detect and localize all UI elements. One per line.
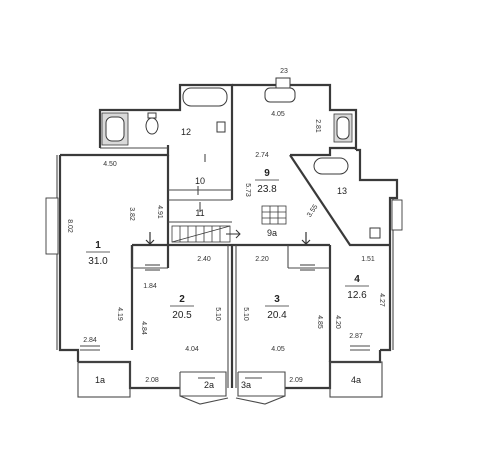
- room-4-area: 12.6: [347, 290, 367, 301]
- room-9-area: 23.8: [257, 184, 277, 195]
- room-3-area: 20.4: [267, 310, 287, 321]
- room-10-label: 10: [195, 176, 205, 186]
- dim-label: 3.55: [306, 203, 320, 218]
- dim-label: 1.84: [143, 283, 157, 290]
- room-9a-label: 9a: [267, 228, 277, 238]
- room-23-label: 23: [280, 68, 288, 75]
- balcony-2a-label: 2a: [204, 380, 214, 390]
- dim-label: 2.84: [83, 337, 97, 344]
- fixtures: [101, 77, 381, 239]
- room-4-number: 4: [354, 274, 360, 285]
- dim-label: 5.10: [214, 307, 221, 321]
- balconies: [77, 361, 383, 405]
- balcony-3a-label: 3a: [241, 380, 251, 390]
- dim-label: 2.09: [289, 377, 303, 384]
- room-3-number: 3: [274, 294, 280, 305]
- room-2-area: 20.5: [172, 310, 192, 321]
- dim-label: 4.84: [140, 321, 147, 335]
- balcony-1a-label: 1a: [95, 375, 105, 385]
- room-9-number: 9: [264, 168, 270, 179]
- dim-label: 4.05: [271, 346, 285, 353]
- room-1-number: 1: [95, 240, 101, 251]
- dim-label: 3.82: [128, 207, 135, 221]
- dim-label: 4.19: [116, 307, 123, 321]
- interior-walls: [130, 146, 390, 388]
- markers: [80, 229, 370, 351]
- balcony-4a-label: 4a: [351, 375, 361, 385]
- dim-label: 4.50: [103, 161, 117, 168]
- dim-label: 4.27: [378, 293, 385, 307]
- room-11-label: 11: [195, 208, 204, 218]
- dim-label: 2.20: [255, 256, 269, 263]
- room-labels: 1 31.0 2 20.5 3 20.4 4 12.6 9 23.8 10 11…: [86, 68, 369, 390]
- dim-label: 1.51: [361, 256, 375, 263]
- room-1-area: 31.0: [88, 256, 108, 267]
- dim-label: 4.05: [271, 111, 285, 118]
- dim-label: 4.85: [316, 315, 323, 329]
- dim-label: 2.81: [314, 119, 321, 133]
- dim-label: 5.10: [242, 307, 249, 321]
- dim-label: 2.87: [349, 333, 363, 340]
- dim-label: 2.08: [145, 377, 159, 384]
- dim-label: 2.74: [255, 152, 269, 159]
- dim-label: 2.40: [197, 256, 211, 263]
- dim-label: 5.73: [244, 183, 251, 197]
- dim-label: 4.91: [156, 205, 163, 219]
- room-13-label: 13: [337, 186, 347, 196]
- room-2-number: 2: [179, 294, 185, 305]
- dimension-labels: 4.50 8.02 3.82 4.91 4.19 2.84 1.84 2.40 …: [66, 111, 385, 384]
- dim-label: 8.02: [66, 219, 73, 233]
- dim-label: 4.04: [185, 346, 199, 353]
- dim-label: 4.20: [334, 315, 341, 329]
- room-12-label: 12: [181, 127, 191, 137]
